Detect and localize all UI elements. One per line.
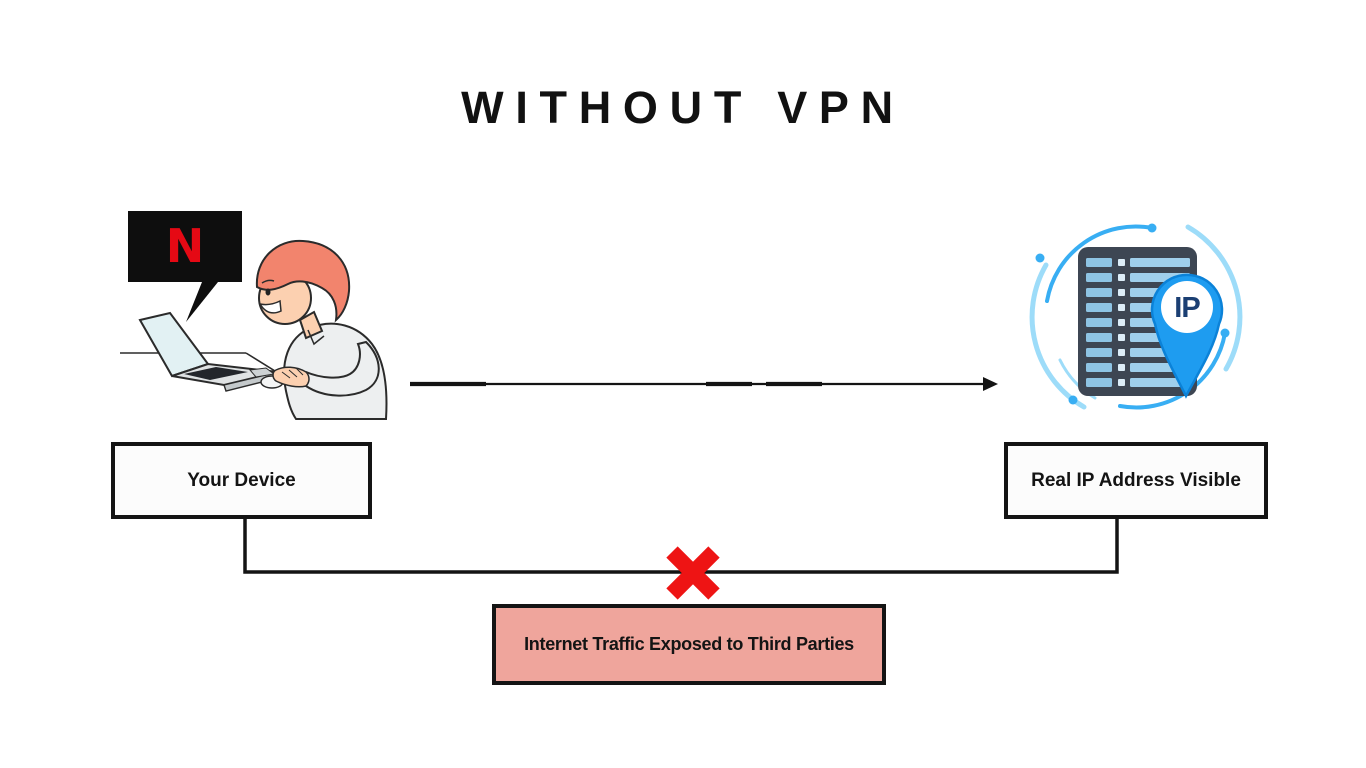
netflix-screen-icon: N bbox=[128, 211, 242, 322]
traffic-arrow-icon bbox=[410, 377, 998, 391]
red-cross-icon bbox=[666, 546, 720, 600]
netflix-letter: N bbox=[166, 219, 205, 273]
ip-pin-label: IP bbox=[1174, 292, 1200, 324]
server-node-label: Real IP Address Visible bbox=[1031, 469, 1241, 491]
device-node-label: Your Device bbox=[187, 469, 296, 491]
person-icon bbox=[255, 239, 388, 420]
warning-box: Internet Traffic Exposed to Third Partie… bbox=[492, 604, 886, 685]
ip-location-pin-icon: IP bbox=[1150, 273, 1224, 399]
device-node: Your Device bbox=[111, 442, 372, 519]
page-title: WITHOUT VPN bbox=[461, 82, 905, 133]
warning-box-label: Internet Traffic Exposed to Third Partie… bbox=[524, 634, 854, 654]
person-device-illustration: N bbox=[120, 211, 388, 420]
server-ip-illustration: IP bbox=[1029, 223, 1243, 410]
laptop-icon bbox=[138, 311, 279, 392]
server-node: Real IP Address Visible bbox=[1004, 442, 1268, 519]
